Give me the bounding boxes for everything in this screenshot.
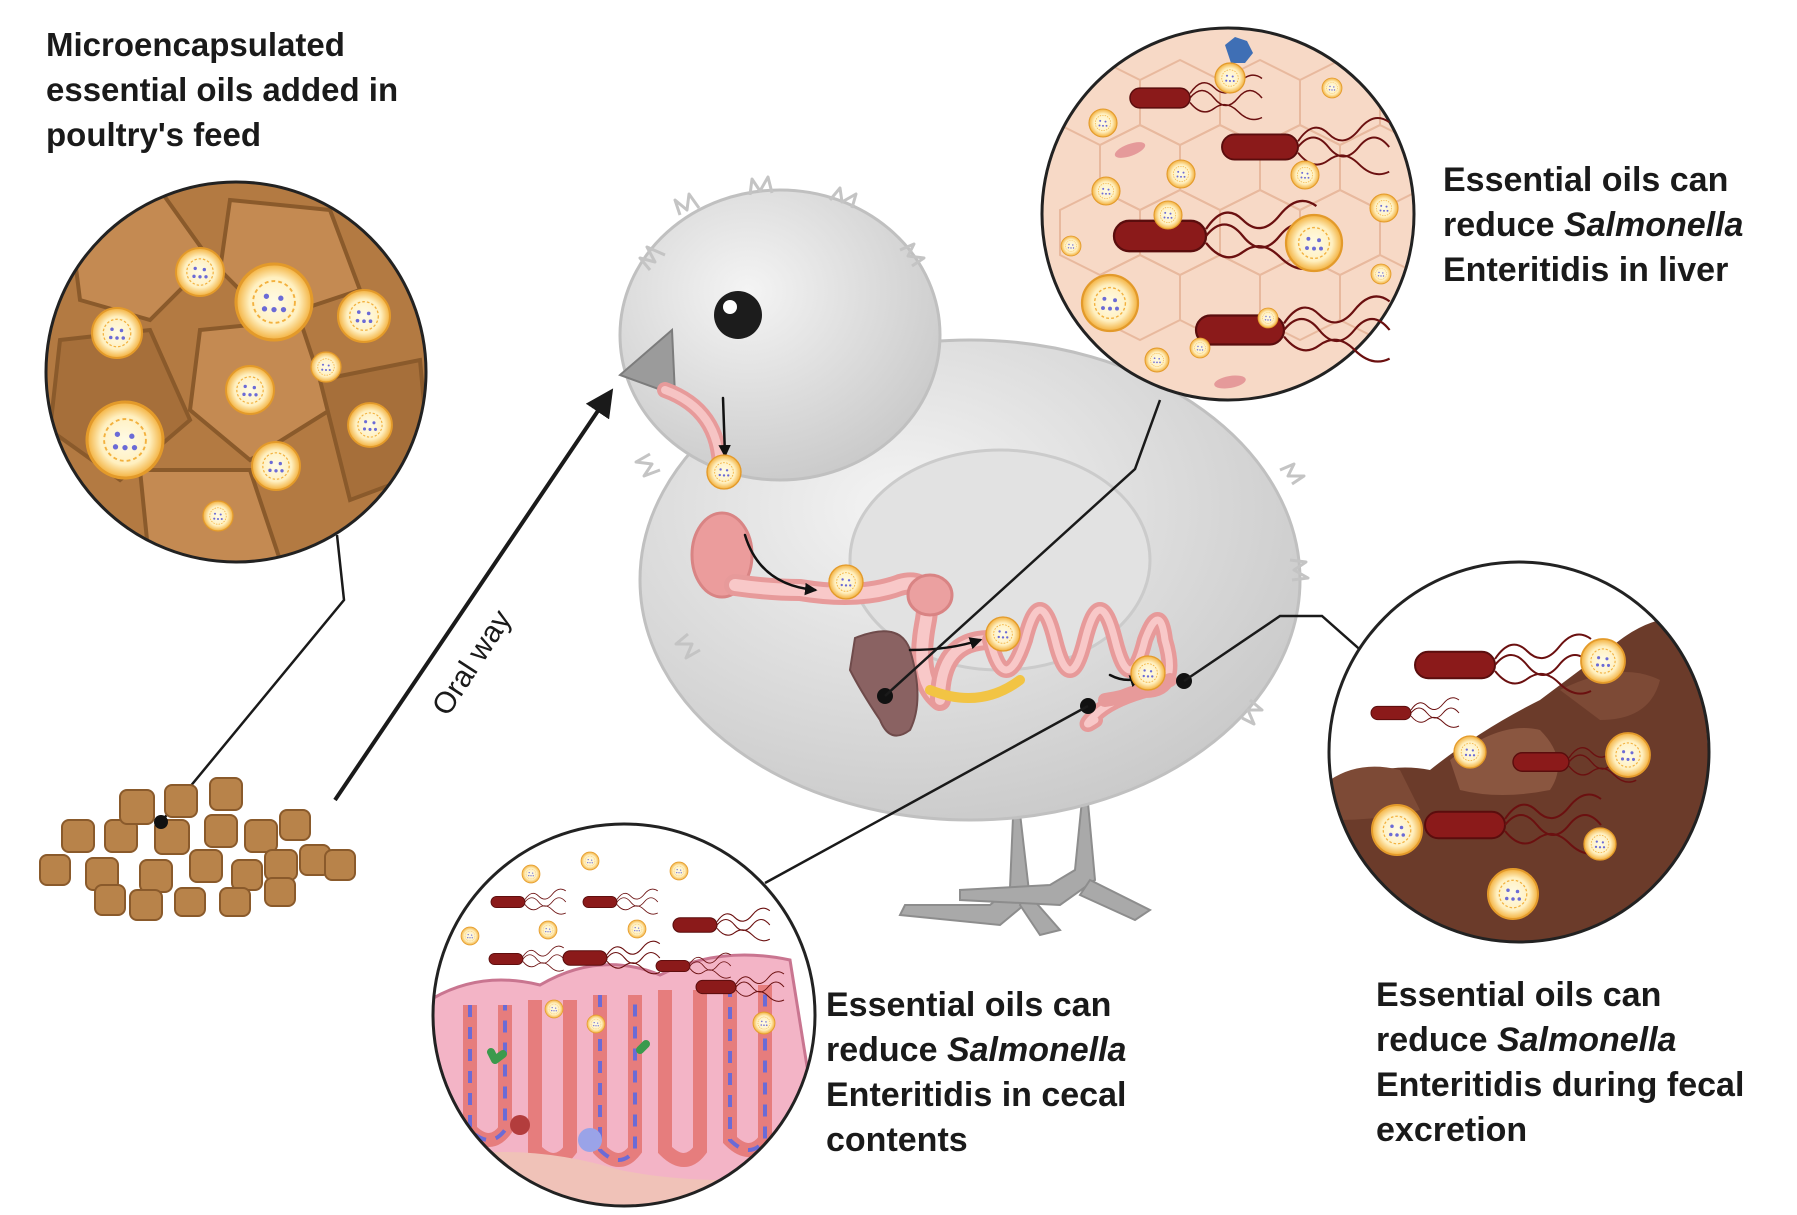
- feed-zoom-circle: [44, 180, 428, 564]
- fecal-caption-line2-prefix: reduce: [1376, 1021, 1497, 1059]
- pellets-pointer-dot: [154, 815, 168, 829]
- fecal-caption-italic: Salmonella: [1496, 1021, 1677, 1059]
- cecal-caption-line4: contents: [826, 1121, 968, 1159]
- cecal-caption-line2: reduce Salmonella: [826, 1028, 1126, 1073]
- fecal-caption-line3: Enteritidis during fecal: [1376, 1066, 1745, 1104]
- liver-caption-italic: Salmonella: [1563, 206, 1744, 244]
- cecal-caption-line3: Enteritidis in cecal: [826, 1076, 1127, 1114]
- feed-caption-line2: essential oils added in: [46, 71, 399, 108]
- chick-eye-icon: [714, 291, 762, 339]
- fecal-connector-line: [1183, 614, 1366, 683]
- fecal-caption: Essential oils can reduce Salmonella Ent…: [1376, 973, 1744, 1153]
- fecal-caption-line1: Essential oils can: [1376, 976, 1662, 1014]
- liver-caption-line2-prefix: reduce: [1443, 206, 1564, 244]
- liver-caption-line3: Enteritidis in liver: [1443, 251, 1729, 289]
- cecal-caption-line2-prefix: reduce: [826, 1031, 947, 1069]
- cecal-zoom-circle: [431, 822, 817, 1208]
- liver-caption-line1: Essential oils can: [1443, 161, 1729, 199]
- fecal-caption-line4: excretion: [1376, 1111, 1528, 1149]
- feed-pellets-icon: [39, 777, 356, 921]
- fecal-caption-line2: reduce Salmonella: [1376, 1018, 1744, 1063]
- liver-caption: Essential oils can reduce Salmonella Ent…: [1443, 158, 1743, 293]
- cecal-caption-italic: Salmonella: [946, 1031, 1127, 1069]
- liver-caption-line2: reduce Salmonella: [1443, 203, 1743, 248]
- cecal-connector-line: [764, 704, 1089, 885]
- feed-caption: Microencapsulated essential oils added i…: [46, 22, 398, 157]
- feed-caption-line3: poultry's feed: [46, 116, 262, 153]
- liver-connector-line: [884, 399, 1162, 697]
- feed-connector-line: [160, 534, 346, 823]
- chick-beak-icon: [618, 327, 677, 397]
- liver-zoom-circle: [1040, 26, 1416, 402]
- oral-way-arrow: [333, 388, 614, 802]
- fecal-zoom-circle: [1327, 560, 1711, 944]
- feed-caption-line1: Microencapsulated: [46, 26, 345, 63]
- cecal-caption: Essential oils can reduce Salmonella Ent…: [826, 983, 1126, 1163]
- cecal-caption-line1: Essential oils can: [826, 986, 1112, 1024]
- chick-legs: [898, 769, 1152, 937]
- oral-way-label: Oral way: [426, 604, 518, 721]
